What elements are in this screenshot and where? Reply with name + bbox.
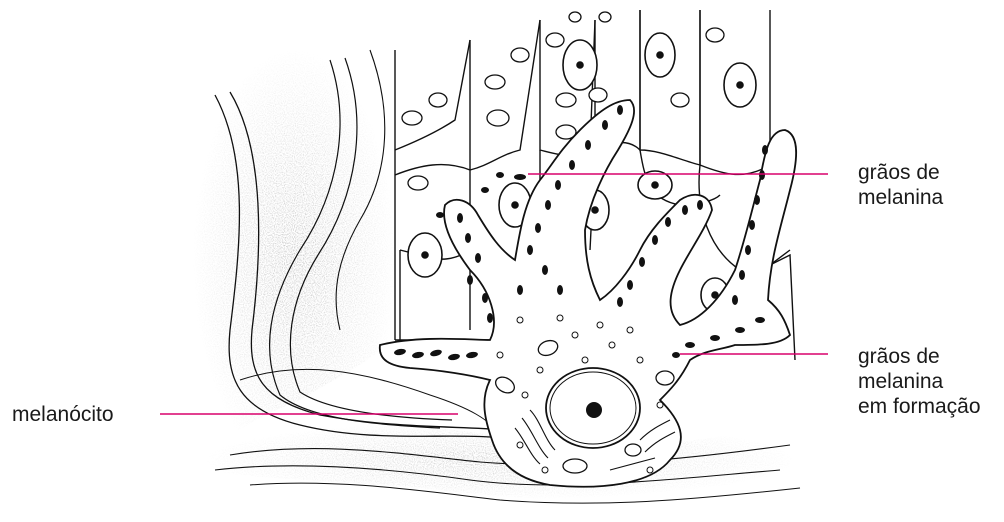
melanocyte [380, 100, 796, 487]
label-forming-grains-line1: grãos de [858, 344, 981, 369]
label-melanocyte-text: melanócito [12, 402, 114, 427]
label-melanocyte: melanócito [12, 402, 114, 427]
label-forming-grains-line3: em formação [858, 394, 981, 419]
label-melanin-grains: grãos de melanina [858, 160, 943, 210]
label-forming-grains: grãos de melanina em formação [858, 344, 981, 419]
label-melanin-grains-line2: melanina [858, 185, 943, 210]
label-melanin-grains-line1: grãos de [858, 160, 943, 185]
label-forming-grains-line2: melanina [858, 369, 981, 394]
nucleolus [586, 402, 602, 418]
